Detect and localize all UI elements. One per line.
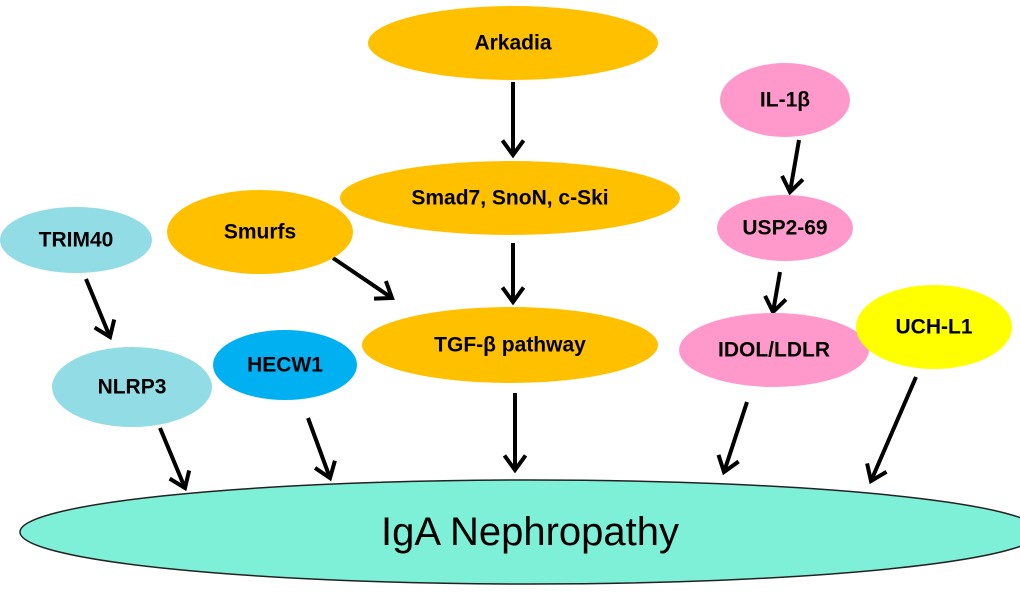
node-smad7-label: Smad7, SnoN, c-Ski: [411, 187, 608, 210]
arrowhead-icon: [865, 462, 888, 485]
arrowhead-icon: [373, 280, 395, 301]
node-hecw1-shape: [213, 330, 357, 400]
node-idol-shape: [679, 313, 869, 387]
arrow-nlrp3-to-igan: [158, 427, 192, 492]
node-il1b-shape: [720, 63, 850, 137]
arrow-shaft: [771, 271, 782, 313]
node-trim40-shape: [0, 207, 152, 273]
arrow-arkadia-to-smad7: [500, 82, 526, 159]
node-nlrp3-shape: [52, 347, 212, 427]
node-usp2-shape: [717, 195, 853, 261]
node-il1b-label: IL-1β: [760, 89, 810, 112]
node-nlrp3: NLRP3: [52, 347, 212, 427]
node-igan-shape: [19, 479, 1020, 585]
node-usp2-label: USP2-69: [742, 217, 827, 240]
node-igan: IgA Nephropathy: [19, 479, 1020, 585]
node-smurfs-label: Smurfs: [224, 221, 296, 244]
arrowhead-icon: [168, 470, 192, 492]
node-tgfb-shape: [362, 307, 658, 383]
arrow-idol-to-igan: [716, 401, 749, 476]
node-idol: IDOL/LDLR: [679, 313, 869, 387]
arrowhead-icon: [763, 294, 788, 316]
node-idol-label: IDOL/LDLR: [718, 339, 830, 362]
arrowhead-icon: [93, 319, 117, 341]
node-hecw1-label: HECW1: [247, 354, 323, 377]
arrow-shaft: [331, 256, 394, 300]
edges-layer: [84, 82, 918, 492]
arrow-tgfb-to-igan: [502, 393, 528, 474]
arrow-smurfs-to-tgfb: [331, 256, 395, 301]
arrow-shaft: [722, 401, 749, 473]
node-uchl1-shape: [856, 285, 1012, 369]
arrow-il1b-to-usp2: [780, 139, 805, 196]
node-trim40-label: TRIM40: [39, 229, 114, 252]
arrowhead-icon: [716, 454, 740, 476]
node-arkadia: Arkadia: [368, 6, 658, 80]
node-arkadia-label: Arkadia: [474, 32, 551, 55]
node-tgfb: TGF-β pathway: [362, 307, 658, 383]
node-arkadia-shape: [368, 6, 658, 80]
arrowhead-icon: [313, 460, 337, 482]
arrow-smad7-to-tgfb: [500, 243, 526, 306]
arrow-shaft: [869, 376, 918, 482]
arrowhead-icon: [500, 139, 526, 159]
node-tgfb-label: TGF-β pathway: [434, 334, 586, 357]
arrowhead-icon: [780, 174, 805, 196]
arrow-shaft: [306, 417, 332, 479]
arrow-trim40-to-nlrp3: [84, 278, 117, 341]
node-hecw1: HECW1: [213, 330, 357, 400]
arrow-usp2-to-idol: [763, 271, 788, 316]
node-il1b: IL-1β: [720, 63, 850, 137]
node-smad7: Smad7, SnoN, c-Ski: [340, 161, 680, 235]
arrow-shaft: [158, 427, 187, 489]
node-uchl1: UCH-L1: [856, 285, 1012, 369]
arrowhead-icon: [502, 454, 528, 474]
node-trim40: TRIM40: [0, 207, 152, 273]
node-igan-label: IgA Nephropathy: [381, 510, 679, 554]
node-smad7-shape: [340, 161, 680, 235]
arrowhead-icon: [500, 286, 526, 306]
arrow-shaft: [84, 278, 112, 338]
node-uchl1-label: UCH-L1: [896, 316, 973, 339]
arrow-uchl1-to-igan: [865, 376, 918, 485]
node-smurfs: Smurfs: [167, 190, 353, 274]
node-nlrp3-label: NLRP3: [98, 376, 167, 399]
arrow-shaft: [788, 139, 801, 193]
node-smurfs-shape: [167, 190, 353, 274]
node-usp2: USP2-69: [717, 195, 853, 261]
arrow-hecw1-to-igan: [306, 417, 337, 482]
